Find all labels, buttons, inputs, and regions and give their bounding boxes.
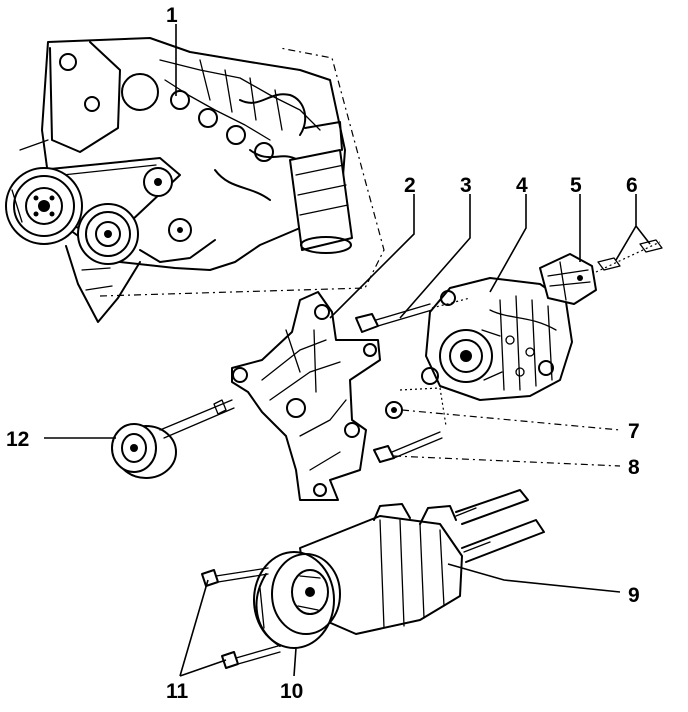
leader-7 [401, 409, 621, 431]
callout-12: 12 [6, 428, 29, 451]
callout-2: 2 [404, 174, 416, 197]
nut-part-7 [385, 401, 403, 419]
callout-5: 5 [570, 174, 582, 197]
bolt-part-8 [373, 387, 447, 463]
bolt-part-3 [355, 297, 471, 333]
tensioner-roller [111, 399, 235, 479]
callout-4: 4 [516, 174, 528, 197]
engine-assembly [5, 37, 385, 323]
leader-8 [393, 455, 621, 467]
callout-9: 9 [628, 584, 640, 607]
crankshaft-pulley [5, 167, 83, 245]
leader-4 [489, 194, 527, 293]
leader-lines [44, 24, 651, 677]
leader-10 [293, 647, 297, 677]
callout-8: 8 [628, 456, 640, 479]
alternator [421, 277, 573, 401]
leader-3 [399, 194, 471, 319]
leader-11 [179, 579, 227, 677]
voltage-regulator [539, 253, 597, 305]
leader-9 [447, 563, 621, 593]
magnetic-clutch [253, 551, 341, 649]
callout-6: 6 [626, 174, 638, 197]
callout-11: 11 [166, 680, 189, 703]
callout-labels: 1 2 3 4 5 6 7 8 9 10 11 12 [6, 4, 640, 703]
callout-7: 7 [628, 420, 640, 443]
mounting-bracket [231, 291, 381, 501]
callout-10: 10 [280, 680, 303, 703]
bolts-part-11 [201, 567, 281, 669]
leader-2 [329, 194, 415, 319]
callout-1: 1 [166, 4, 178, 27]
callout-3: 3 [460, 174, 472, 197]
water-pump-pulley [77, 203, 139, 265]
nuts-part-6 [595, 239, 663, 273]
leader-6 [615, 194, 651, 261]
ac-compressor [299, 489, 545, 635]
